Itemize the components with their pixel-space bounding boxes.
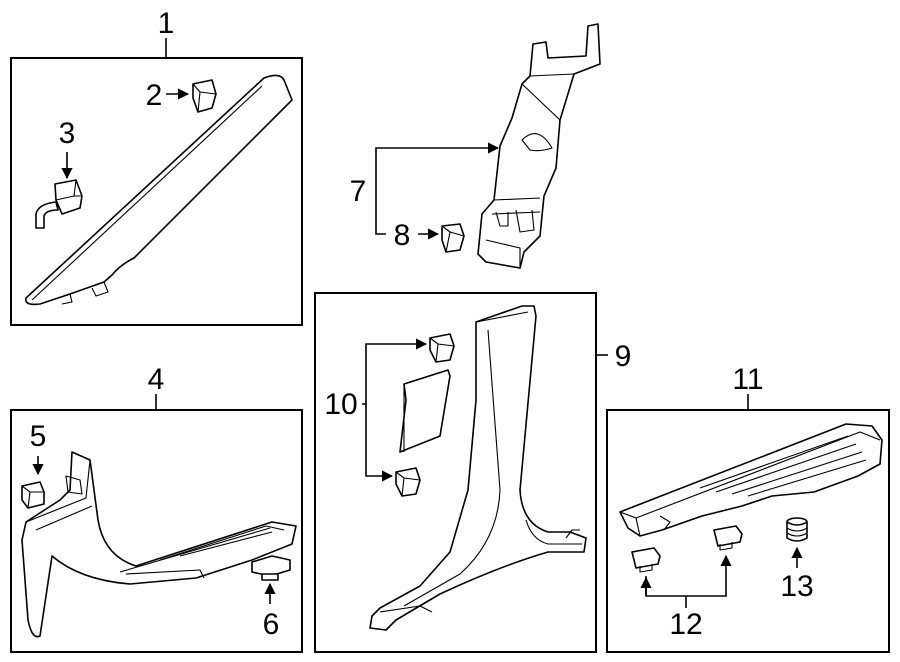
callout-7-label: 7 bbox=[350, 175, 367, 208]
center-pillar-lower-trim bbox=[369, 305, 587, 631]
callout-5-label: 5 bbox=[30, 420, 47, 453]
part-10-insert-and-clips: 10 bbox=[324, 333, 455, 497]
part-8-clip: 8 bbox=[394, 219, 465, 253]
callout-3-label: 3 bbox=[59, 117, 76, 150]
callout-9-label: 9 bbox=[615, 340, 632, 373]
part-12-clips: 12 bbox=[631, 525, 743, 641]
part-5-clip: 5 bbox=[21, 420, 47, 509]
group-9-frame bbox=[314, 292, 597, 653]
callout-10-label: 10 bbox=[324, 388, 357, 421]
callout-11-label: 11 bbox=[732, 363, 763, 396]
front-sill-plate bbox=[21, 451, 297, 638]
part-13-nut: 13 bbox=[780, 517, 814, 603]
callout-7-bracket bbox=[375, 192, 386, 235]
callout-13-label: 13 bbox=[780, 570, 813, 603]
group-11-rear-sill-plate: 11 12 13 bbox=[606, 363, 890, 653]
callout-7-arrow bbox=[375, 142, 500, 192]
windshield-pillar-trim bbox=[24, 74, 293, 306]
callout-1-label: 1 bbox=[158, 7, 175, 40]
callout-8-label: 8 bbox=[394, 219, 411, 252]
callout-12-label: 12 bbox=[669, 608, 702, 641]
callout-6-label: 6 bbox=[263, 608, 280, 641]
part-2-clip: 2 bbox=[146, 79, 217, 113]
callout-10-arrow-lower bbox=[365, 404, 394, 482]
group-4-front-sill-plate: 4 5 6 bbox=[10, 363, 303, 653]
group-1-frame bbox=[10, 57, 303, 326]
rear-sill-plate bbox=[619, 423, 883, 537]
part-6-clip: 6 bbox=[251, 555, 291, 641]
group-9-center-pillar-lower: 9 10 bbox=[314, 292, 632, 653]
group-1-windshield-pillar: 1 2 3 bbox=[10, 7, 303, 326]
callout-4-label: 4 bbox=[148, 363, 165, 396]
group-7-center-pillar-upper: 7 8 bbox=[350, 23, 601, 269]
callout-2-label: 2 bbox=[146, 79, 163, 112]
part-3-connector: 3 bbox=[35, 117, 83, 229]
callout-10-arrow-upper bbox=[362, 338, 428, 405]
center-pillar-upper-trim bbox=[477, 23, 601, 269]
